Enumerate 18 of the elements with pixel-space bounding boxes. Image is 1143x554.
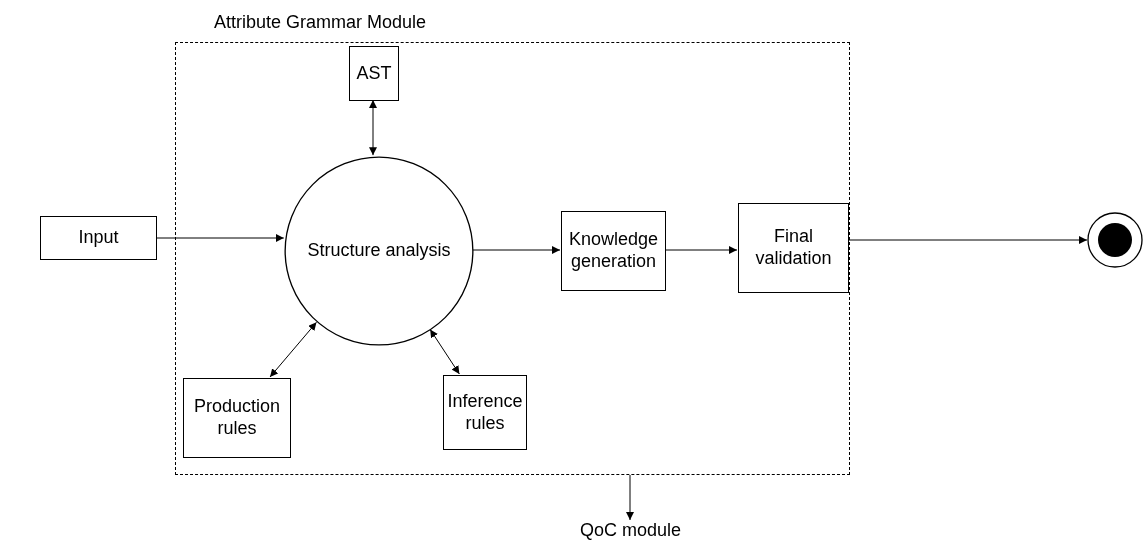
end-state-circle [1087,212,1143,268]
arrow [269,321,317,378]
process-box: Input [40,216,157,260]
module-title: Attribute Grammar Module [214,12,427,33]
process-circle: Structure analysis [284,156,474,346]
process-box: Production rules [183,378,291,458]
process-box: Knowledge generation [561,211,666,291]
arrow [369,99,377,156]
arrow [156,234,285,242]
process-box: Inference rules [443,375,527,450]
arrow [429,328,460,375]
arrow [664,246,738,254]
arrow [472,246,561,254]
arrow [626,474,634,521]
process-box: Final validation [738,203,849,293]
arrow [847,236,1088,244]
process-box: AST [349,46,399,101]
module-label: QoC module [580,520,680,546]
